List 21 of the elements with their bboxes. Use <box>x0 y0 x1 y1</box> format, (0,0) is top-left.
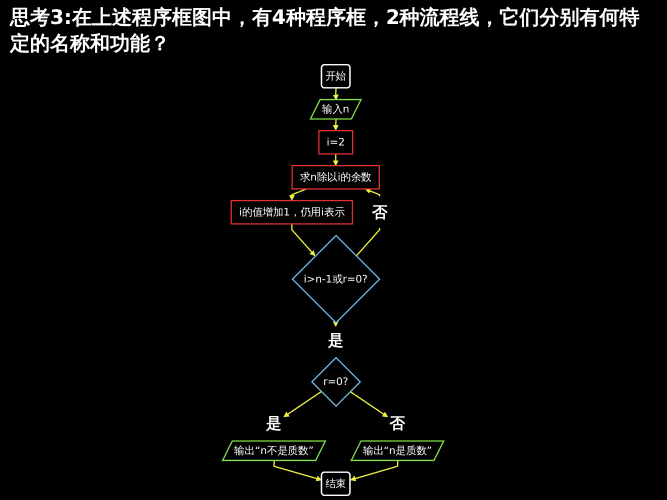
arrow <box>350 460 399 482</box>
arrow <box>274 460 322 482</box>
arrow <box>350 391 388 418</box>
arrow <box>356 188 381 257</box>
arrow <box>333 321 339 327</box>
arrow <box>333 88 339 100</box>
arrow <box>284 391 322 418</box>
arrow <box>289 188 308 201</box>
edge-label: 是 <box>328 331 344 350</box>
edge-label: 是 <box>266 414 282 433</box>
arrow <box>333 119 339 131</box>
node-diamond: i>n-1或r=0? <box>292 234 381 324</box>
title: 思考3:在上述程序框图中，有4种程序框，2种流程线，它们分别有何特定的名称和功能？ <box>8 4 641 56</box>
node-box: 求n除以i的余数 <box>292 164 380 190</box>
node-diamond: r=0? <box>311 356 362 407</box>
node-box: i=2 <box>318 130 354 155</box>
edge-label: 否 <box>372 203 388 222</box>
node-box: i的值增加1，仍用i表示 <box>230 200 354 225</box>
arrow <box>292 224 316 256</box>
edge-label: 否 <box>390 414 406 433</box>
arrow <box>333 154 339 166</box>
